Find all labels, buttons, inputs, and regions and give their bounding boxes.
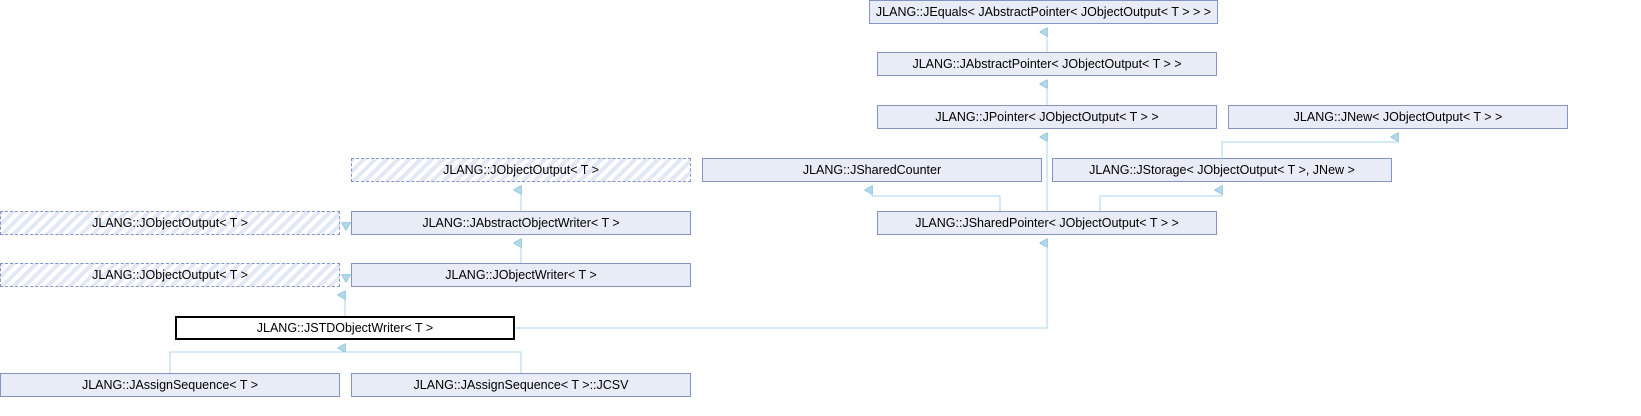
edge-jassignsequence-jstdobjectwriter xyxy=(169,348,345,373)
class-node-label: JLANG::JObjectOutput< T > xyxy=(443,163,599,177)
class-node-jstdobjectwriter[interactable]: JLANG::JSTDObjectWriter< T > xyxy=(175,316,515,340)
class-node-jabstractpointer[interactable]: JLANG::JAbstractPointer< JObjectOutput< … xyxy=(877,52,1217,76)
class-node-jassignsequence-jcsv[interactable]: JLANG::JAssignSequence< T >::JCSV xyxy=(351,373,691,397)
class-node-label: JLANG::JObjectOutput< T > xyxy=(92,216,248,230)
class-node-jnew[interactable]: JLANG::JNew< JObjectOutput< T > > xyxy=(1228,105,1568,129)
class-node-jpointer[interactable]: JLANG::JPointer< JObjectOutput< T > > xyxy=(877,105,1217,129)
edge-jassignsequencejcsv-jstdobjectwriter xyxy=(345,351,522,373)
class-node-jobjectoutput-low[interactable]: JLANG::JObjectOutput< T > xyxy=(0,263,340,287)
class-node-label: JLANG::JNew< JObjectOutput< T > > xyxy=(1293,110,1503,124)
edge-jsharedpointer-jstorage xyxy=(1099,190,1222,211)
class-node-jassignsequence[interactable]: JLANG::JAssignSequence< T > xyxy=(0,373,340,397)
class-node-label: JLANG::JEquals< JAbstractPointer< JObjec… xyxy=(875,5,1212,19)
class-node-label: JLANG::JAssignSequence< T > xyxy=(81,378,259,392)
class-node-jobjectwriter[interactable]: JLANG::JObjectWriter< T > xyxy=(351,263,691,287)
class-node-label: JLANG::JPointer< JObjectOutput< T > > xyxy=(935,110,1159,124)
class-node-jstorage[interactable]: JLANG::JStorage< JObjectOutput< T >, JNe… xyxy=(1052,158,1392,182)
class-node-label: JLANG::JAbstractObjectWriter< T > xyxy=(422,216,620,230)
class-node-label: JLANG::JAssignSequence< T >::JCSV xyxy=(413,378,629,392)
class-node-jobjectoutput-mid[interactable]: JLANG::JObjectOutput< T > xyxy=(0,211,340,235)
class-node-jsharedpointer[interactable]: JLANG::JSharedPointer< JObjectOutput< T … xyxy=(877,211,1217,235)
class-node-label: JLANG::JStorage< JObjectOutput< T >, JNe… xyxy=(1089,163,1355,177)
class-node-label: JLANG::JSharedCounter xyxy=(802,163,942,177)
edge-jstorage-jnew xyxy=(1221,137,1398,158)
class-node-jabstractobjectwriter[interactable]: JLANG::JAbstractObjectWriter< T > xyxy=(351,211,691,235)
class-node-label: JLANG::JSharedPointer< JObjectOutput< T … xyxy=(915,216,1179,230)
class-node-label: JLANG::JSTDObjectWriter< T > xyxy=(256,321,434,335)
class-node-label: JLANG::JObjectOutput< T > xyxy=(92,268,248,282)
class-node-label: JLANG::JAbstractPointer< JObjectOutput< … xyxy=(912,57,1182,71)
class-node-jsharedcounter[interactable]: JLANG::JSharedCounter xyxy=(702,158,1042,182)
class-node-jobjectoutput-top[interactable]: JLANG::JObjectOutput< T > xyxy=(351,158,691,182)
class-node-jequals[interactable]: JLANG::JEquals< JAbstractPointer< JObjec… xyxy=(869,0,1218,24)
edge-jsharedpointer-jsharedcounter xyxy=(872,190,1001,211)
class-node-label: JLANG::JObjectWriter< T > xyxy=(445,268,597,282)
